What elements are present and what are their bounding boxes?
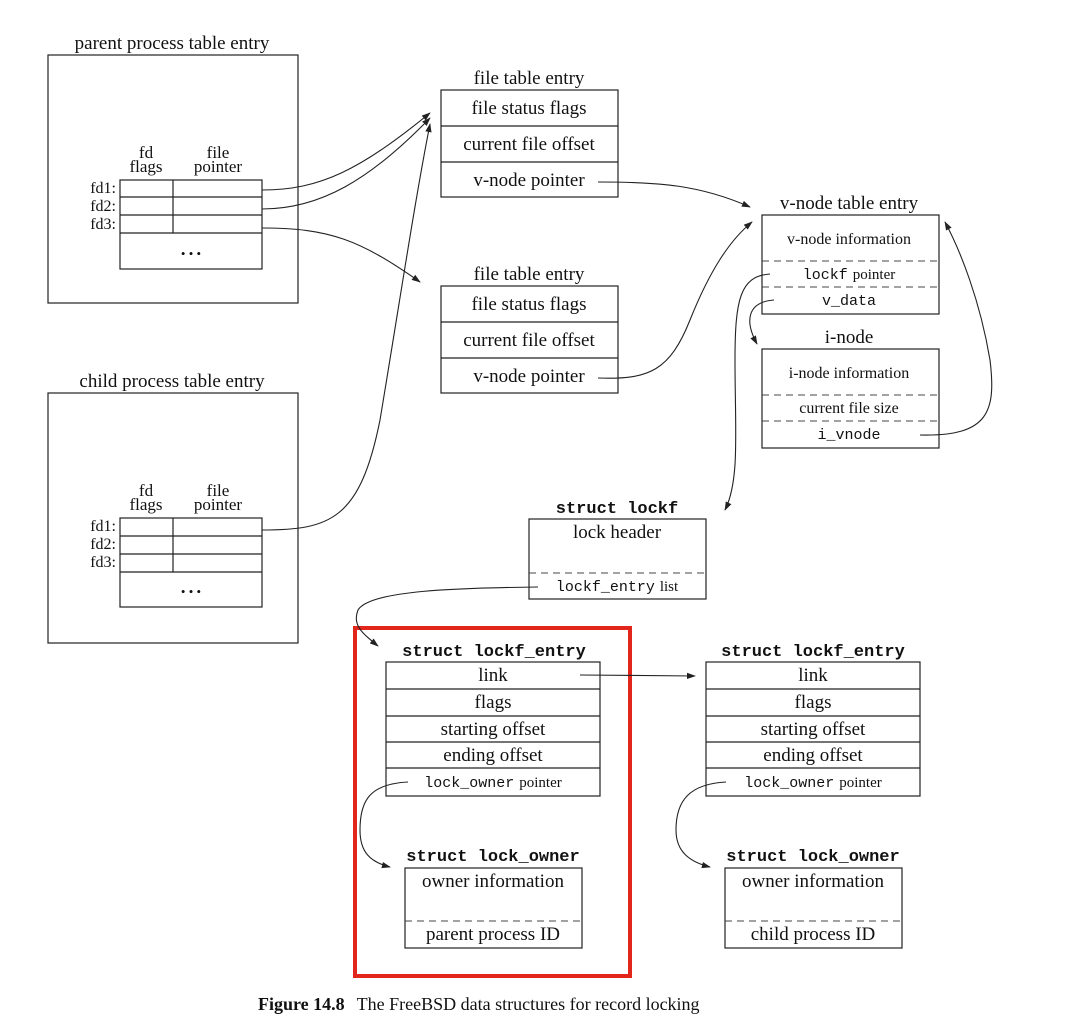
struct-lock-owner-2: struct lock_owner owner information chil… [724,848,903,949]
inode-box [761,348,940,449]
arrow-inode-to-vnode [919,221,993,436]
child-fd3-label: fd3: [90,554,116,571]
struct-lockf-entry-2: struct lockf_entry link flags starting o… [705,643,921,797]
parent-process-table-entry: parent process table entry fd flags file… [47,33,299,304]
arrow-file-table-2-to-vnode [597,221,753,379]
child-fd-flags-label-1: fd [139,481,154,500]
child-process-box [47,392,299,644]
lockf-box [528,518,707,600]
file-table-2-vnode-pointer: v-node pointer [473,366,585,387]
arrow-parent-fd3-to-file-table-2 [261,227,421,283]
vnode-box [761,214,940,315]
file-table-1-vnode-pointer: v-node pointer [473,170,585,191]
highlight-frame [353,626,632,978]
arrow-parent-fd2-to-file-table-1 [261,117,431,210]
lockf-entry-2-box [705,661,921,797]
lock-owner-2-title: struct lock_owner [726,848,899,867]
child-fd2-label: fd2: [90,536,116,553]
file-table-2-title: file table entry [474,264,585,285]
arrow-lockf-list-to-lockf-entry-1 [355,586,539,647]
arrow-vnode-lockf-to-struct-lockf [724,273,771,511]
lock-owner-1-box [404,867,583,949]
lockf-entry-2-starting-offset: starting offset [761,719,866,740]
lockf-entry-2-title: struct lockf_entry [721,643,905,662]
arrow-child-fd1-to-file-table-1 [261,123,432,531]
vnode-information: v-node information [787,231,911,248]
file-table-1-status-flags: file status flags [471,98,586,119]
lockf-title: struct lockf [556,500,678,519]
lockf-entry-1-link: link [478,665,508,686]
lockf-entry-1-ending-offset: ending offset [443,745,543,766]
lock-owner-1-owner-information: owner information [422,871,564,892]
lock-owner-1-title: struct lock_owner [406,848,579,867]
vnode-v-data: v_data [822,293,876,310]
vnode-table-entry: v-node table entry v-node information lo… [761,193,940,315]
arrow-lockf-entry-2-to-lock-owner-2 [675,781,727,869]
inode-information: i-node information [789,365,909,382]
arrow-lockf-entry-1-to-lock-owner-1 [359,781,409,869]
parent-fd1-label: fd1: [90,180,116,197]
inode-i-vnode: i_vnode [817,427,880,444]
lockf-entry-2-link: link [798,665,828,686]
parent-file-pointer-label-1: file [207,143,230,162]
parent-process-title: parent process table entry [75,33,270,54]
parent-ellipsis: • • • [181,246,201,261]
parent-file-pointer-label-2: pointer [194,157,242,176]
lock-owner-2-process-id: child process ID [751,924,876,945]
lockf-entry-2-flags: flags [795,692,832,713]
inode-title: i-node [825,327,874,348]
arrow-vnode-data-to-inode [749,299,775,345]
lock-owner-1-process-id: parent process ID [426,924,560,945]
file-table-1-title: file table entry [474,68,585,89]
struct-lock-owner-1: struct lock_owner owner information pare… [404,848,583,949]
pointer-arrows [261,112,993,869]
child-ellipsis: • • • [181,584,201,599]
child-process-title: child process table entry [79,371,265,392]
parent-fd2-label: fd2: [90,198,116,215]
inode-current-file-size: current file size [799,400,899,417]
child-process-table-entry: child process table entry fd flags file … [47,371,299,644]
inode: i-node i-node information current file s… [761,327,940,449]
arrow-parent-fd1-to-file-table-1 [261,112,431,191]
lockf-lock-header: lock header [573,522,662,543]
file-table-1-current-offset: current file offset [463,134,595,155]
parent-fd-flags-label-2: flags [129,157,162,176]
lockf-entry-1-starting-offset: starting offset [441,719,546,740]
lockf-entry-1-box [385,661,601,797]
arrow-file-table-1-to-vnode [597,181,751,208]
file-table-1-box [440,89,619,198]
file-table-2-current-offset: current file offset [463,330,595,351]
parent-fd-table [119,179,263,270]
file-table-entry-2: file table entry file status flags curre… [440,264,619,394]
child-fd1-label: fd1: [90,518,116,535]
lockf-entry-2-ending-offset: ending offset [763,745,863,766]
file-table-2-box [440,285,619,394]
lock-owner-2-owner-information: owner information [742,871,884,892]
parent-fd-flags-label-1: fd [139,143,154,162]
child-fd-table [119,517,263,608]
child-fd-flags-label-2: flags [129,495,162,514]
child-file-pointer-label-1: file [207,481,230,500]
lock-owner-2-box [724,867,903,949]
arrow-link-to-lockf-entry-2 [579,672,696,680]
struct-lockf-entry-1: struct lockf_entry link flags starting o… [385,643,601,797]
child-file-pointer-label-2: pointer [194,495,242,514]
parent-process-box [47,54,299,304]
parent-fd3-label: fd3: [90,216,116,233]
lockf-entry-1-flags: flags [475,692,512,713]
file-table-2-status-flags: file status flags [471,294,586,315]
lockf-entry-1-title: struct lockf_entry [402,643,586,662]
vnode-title: v-node table entry [780,193,919,214]
file-table-entry-1: file table entry file status flags curre… [440,68,619,198]
